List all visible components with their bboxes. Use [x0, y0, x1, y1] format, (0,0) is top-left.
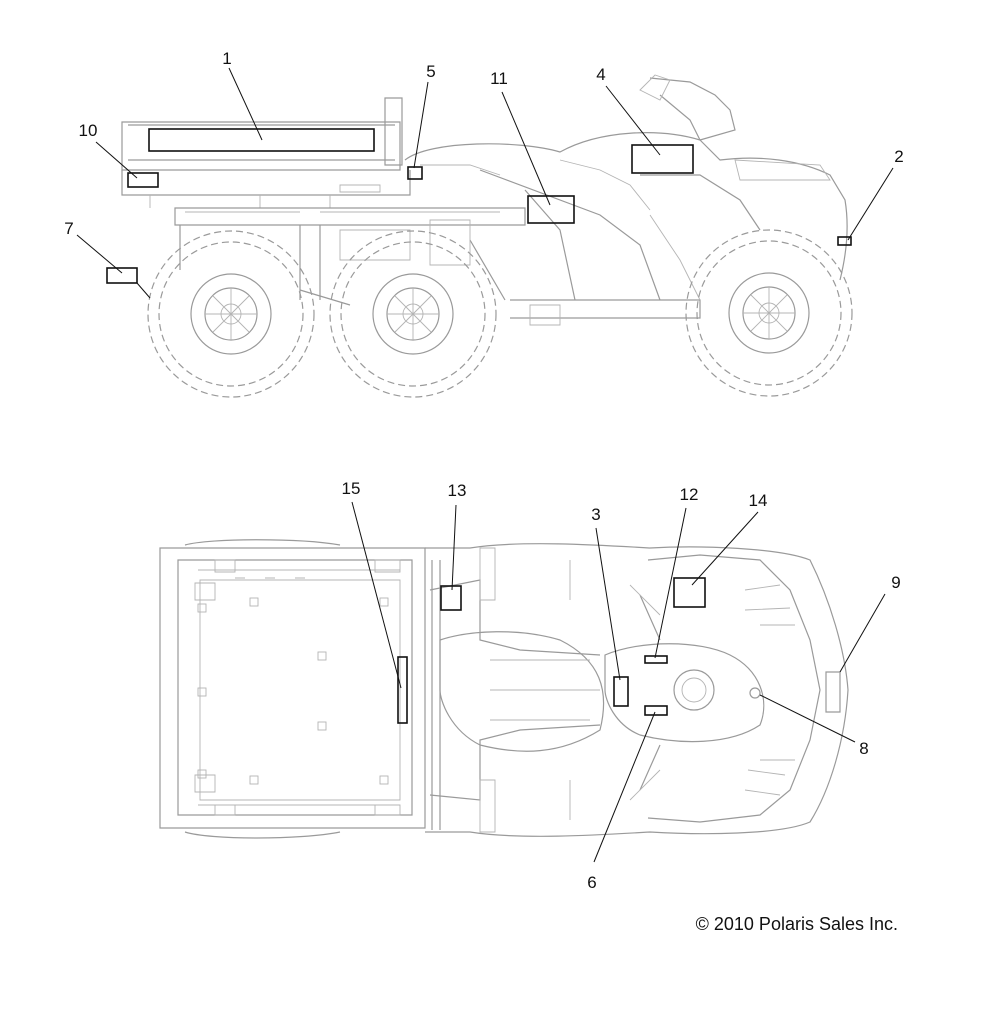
leader-6	[593, 711, 656, 863]
bed-tie-downs	[197, 597, 389, 785]
callout-1: 1	[222, 49, 231, 68]
callout-3: 3	[591, 505, 600, 524]
decal-15	[397, 656, 408, 724]
leader-7	[76, 234, 123, 274]
rear-wheel-1-side	[147, 230, 315, 398]
callout-8: 8	[859, 739, 868, 758]
side-view	[76, 67, 894, 398]
leader-10	[95, 141, 138, 179]
callout-9: 9	[891, 573, 900, 592]
top-view	[159, 501, 886, 863]
callout-12: 12	[680, 485, 699, 504]
leader-12	[654, 507, 687, 659]
leader-15	[351, 501, 402, 689]
atv-body-top	[425, 543, 849, 837]
leader-2	[847, 167, 894, 241]
leader-9	[839, 593, 886, 673]
decal-5	[407, 166, 423, 180]
leader-4	[605, 85, 661, 156]
atv-body-side	[404, 74, 848, 301]
decal-2	[837, 236, 852, 246]
decal-13	[440, 585, 462, 611]
callout-labels: 1 5 11 4 10 2 7 15 13 12 14 3 9 8 6	[64, 49, 903, 892]
cargo-box-side	[121, 97, 411, 208]
callout-2: 2	[894, 147, 903, 166]
front-wheel-side	[685, 229, 853, 397]
decal-1	[148, 128, 375, 152]
callout-4: 4	[596, 65, 605, 84]
leader-5	[413, 81, 429, 169]
decal-4	[631, 144, 694, 174]
callout-10: 10	[79, 121, 98, 140]
callout-5: 5	[426, 62, 435, 81]
decal-12	[644, 655, 668, 664]
callout-11: 11	[490, 69, 508, 88]
callout-7: 7	[64, 219, 73, 238]
rear-wheel-2-side	[329, 230, 497, 398]
callout-6: 6	[587, 873, 596, 892]
decal-10	[127, 172, 159, 188]
cargo-bed-top	[159, 539, 426, 839]
leader-1	[228, 67, 263, 141]
callout-15: 15	[342, 479, 361, 498]
copyright-text: © 2010 Polaris Sales Inc.	[696, 914, 898, 934]
callout-13: 13	[448, 481, 467, 500]
callout-14: 14	[749, 491, 768, 510]
decal-3	[613, 676, 629, 707]
leader-7b	[136, 282, 151, 299]
leader-14	[691, 511, 759, 586]
leader-8	[759, 694, 856, 743]
leader-11	[501, 91, 551, 206]
leader-13	[451, 504, 457, 591]
chassis-side	[174, 207, 701, 326]
decal-7	[106, 267, 138, 284]
decal-6	[644, 705, 668, 716]
decal-11	[527, 195, 575, 224]
decal-14	[673, 577, 706, 608]
leader-3	[595, 527, 621, 681]
